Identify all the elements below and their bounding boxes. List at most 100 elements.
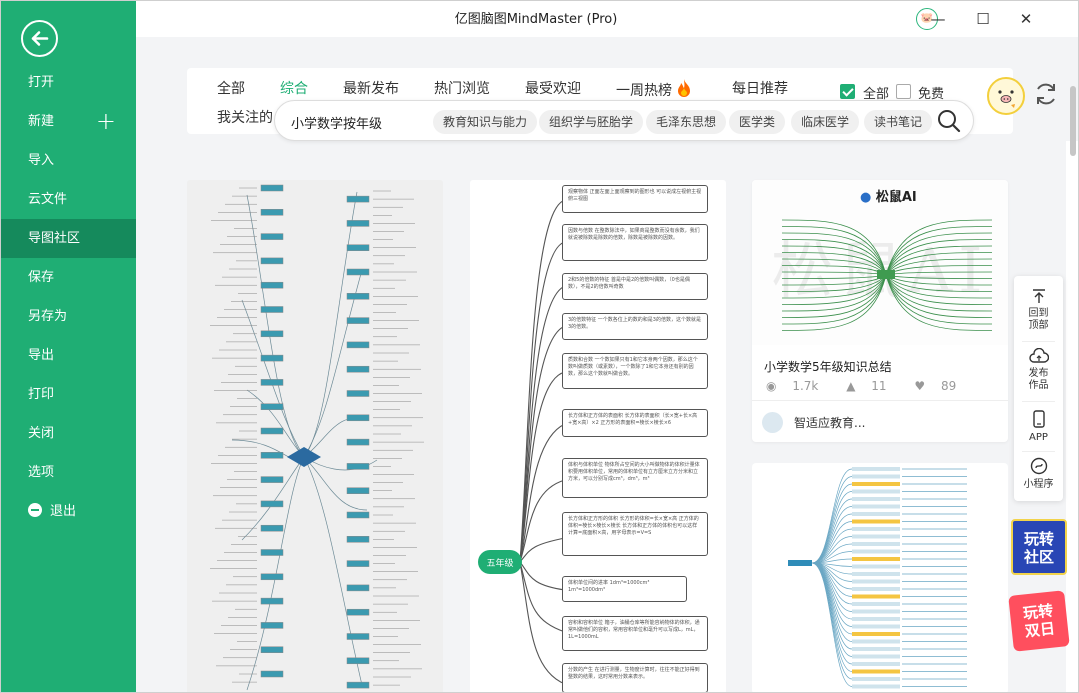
card-thumbnail: 松鼠AI ● 松鼠AI <box>752 180 1008 345</box>
thumbs-up-icon: ▲ <box>846 379 856 393</box>
filter-hot-views[interactable]: 热门浏览 <box>434 81 490 97</box>
subtopic-node: 观察物体 正面左面上面观察到的图形也 可以说成左视俯主视俯三视图 <box>562 185 708 213</box>
app-button[interactable]: APP <box>1014 410 1063 444</box>
branch-node <box>852 549 900 554</box>
sidebar-item-open[interactable]: 打开 <box>1 63 136 102</box>
branch-node <box>346 511 370 519</box>
search-icon[interactable] <box>937 109 961 133</box>
branch-node <box>346 633 370 640</box>
subtopic-node: 容积和容积单位 箱子，油桶仓库等所能容纳物体的体积，通常叫做他们的容积，常用容积… <box>562 616 708 651</box>
mindmap-card[interactable]: 松鼠AI ● 松鼠AI 小学数学5年级知识总结 ◉ 1.7k ▲ 11 ♥ 89… <box>752 180 1008 442</box>
mini-program-button[interactable]: 小程序 <box>1014 457 1063 491</box>
sidebar-item-cloud-files[interactable]: 云文件 <box>1 180 136 219</box>
subtopic-node: 长方体和正方体的表面积 长方体的表面积（长×宽+长×高+宽×高）×2 正方形的表… <box>562 409 708 437</box>
sidebar: 打开 新建+ 导入 云文件 导图社区 保存 另存为 导出 打印 关闭 选项 退出 <box>1 1 136 692</box>
branch-node <box>346 414 370 422</box>
sidebar-item-save[interactable]: 保存 <box>1 258 136 297</box>
filter-comprehensive[interactable]: 综合 <box>280 81 308 97</box>
favorite-count[interactable]: ♥ 89 <box>914 379 968 393</box>
search-tag[interactable]: 临床医学 <box>791 110 860 134</box>
mascot-avatar-icon[interactable] <box>987 77 1025 115</box>
sidebar-item-label: 导出 <box>28 348 55 363</box>
back-to-top-button[interactable]: 回到顶部 <box>1014 288 1063 332</box>
search-input[interactable]: 小学数学按年级 <box>291 117 383 132</box>
search-tag[interactable]: 读书笔记 <box>864 110 933 134</box>
search-tag[interactable]: 毛泽东思想 <box>646 110 727 134</box>
sidebar-item-close[interactable]: 关闭 <box>1 414 136 453</box>
sidebar-item-import[interactable]: 导入 <box>1 141 136 180</box>
search-tag[interactable]: 医学类 <box>729 110 786 134</box>
scrollbar-thumb[interactable] <box>1070 86 1076 156</box>
branch-node <box>260 646 284 653</box>
branch-node <box>346 244 370 251</box>
filter-weekly-hot[interactable]: 一周热榜 <box>616 78 693 100</box>
subtopic-node: 长方体和正方形的体积 长方形的体积=长×宽×高 正方体的体积=棱长×棱长×棱长 … <box>562 512 708 556</box>
likes-value: 11 <box>871 379 887 393</box>
pig-face-icon <box>998 90 1015 108</box>
branch-node <box>260 184 284 192</box>
subtopic-node: 质数和合数 一个数如果只有1和它本身两个因数，那么这个数叫做质数（或素数），一个… <box>562 353 708 389</box>
center-topic-node <box>478 550 522 574</box>
mindmap-card[interactable] <box>752 463 1008 692</box>
branch-node <box>346 195 370 203</box>
user-avatar-icon[interactable]: 🐷 <box>916 8 938 30</box>
minimize-button[interactable]: — <box>930 10 946 28</box>
close-button[interactable]: ✕ <box>1019 10 1033 28</box>
filter-daily-pick[interactable]: 每日推荐 <box>732 81 788 97</box>
subtopic-node: 因数与倍数 在整数除法中，如果商是整数而没有余数，我们就说被除数是除数的倍数，除… <box>562 224 708 261</box>
sidebar-item-exit[interactable]: 退出 <box>1 492 136 531</box>
plus-icon[interactable]: + <box>95 107 116 135</box>
mindmap-card[interactable] <box>187 180 443 692</box>
branch-node <box>852 579 900 584</box>
sidebar-item-export[interactable]: 导出 <box>1 336 136 375</box>
maximize-button[interactable]: ☐ <box>976 10 990 28</box>
free-checkbox-label: 免费 <box>918 87 945 102</box>
branch-node <box>852 467 900 471</box>
float-item-label: 小程序 <box>1023 479 1054 490</box>
free-checkbox[interactable] <box>896 84 911 99</box>
sidebar-item-options[interactable]: 选项 <box>1 453 136 492</box>
sidebar-item-print[interactable]: 打印 <box>1 375 136 414</box>
branch-node <box>260 452 284 459</box>
sidebar-item-new[interactable]: 新建+ <box>1 102 136 141</box>
filter-most-popular[interactable]: 最受欢迎 <box>525 81 581 97</box>
branch-node <box>852 504 900 509</box>
card-title[interactable]: 小学数学5年级知识总结 <box>764 360 892 374</box>
branch-node <box>852 654 900 659</box>
mindmap-connectors: 五年级 <box>478 199 566 685</box>
filter-all[interactable]: 全部 <box>217 81 245 97</box>
community-promo-badge[interactable]: 玩转社区 <box>1011 519 1067 575</box>
search-tag[interactable]: 教育知识与能力 <box>433 110 538 134</box>
sidebar-item-label: 关闭 <box>28 426 55 441</box>
publish-button[interactable]: 发布作品 <box>1014 347 1063 392</box>
branch-node <box>852 662 900 666</box>
author-name[interactable]: 智适应教育... <box>794 416 866 430</box>
branch-node <box>260 427 284 435</box>
search-bar[interactable]: 小学数学按年级 教育知识与能力 组织学与胚胎学 毛泽东思想 医学类 临床医学 读… <box>274 100 974 141</box>
branch-node <box>260 330 284 338</box>
back-to-top-icon <box>1032 289 1045 303</box>
view-count: ◉ 1.7k <box>766 379 830 393</box>
sidebar-item-label: 导图社区 <box>28 231 81 246</box>
refresh-icon[interactable] <box>1033 81 1059 107</box>
filter-latest[interactable]: 最新发布 <box>343 81 399 97</box>
filter-label: 一周热榜 <box>616 83 672 99</box>
brand-name: 松鼠AI <box>875 190 917 205</box>
sidebar-item-save-as[interactable]: 另存为 <box>1 297 136 336</box>
double-day-promo-badge[interactable]: 玩转双日 <box>1008 590 1070 652</box>
like-count[interactable]: ▲ 11 <box>846 379 898 393</box>
sidebar-item-community[interactable]: 导图社区 <box>1 219 136 258</box>
branch-node <box>346 220 370 227</box>
all-checkbox[interactable] <box>840 84 855 99</box>
center-node <box>788 560 812 566</box>
search-tag[interactable]: 组织学与胚胎学 <box>539 110 644 134</box>
branch-node <box>260 670 284 678</box>
sidebar-item-label: 退出 <box>50 504 77 519</box>
branch-node <box>346 268 370 276</box>
branch-node <box>346 657 370 665</box>
filter-following[interactable]: 我关注的 <box>217 110 273 126</box>
author-avatar[interactable] <box>762 412 783 433</box>
back-button[interactable] <box>21 20 58 57</box>
mindmap-card[interactable]: 五年级 观察物体 正面左面上面观察到的图形也 可以说成左视俯主视俯三视图 因数与… <box>470 180 726 692</box>
branch-node <box>346 341 370 349</box>
